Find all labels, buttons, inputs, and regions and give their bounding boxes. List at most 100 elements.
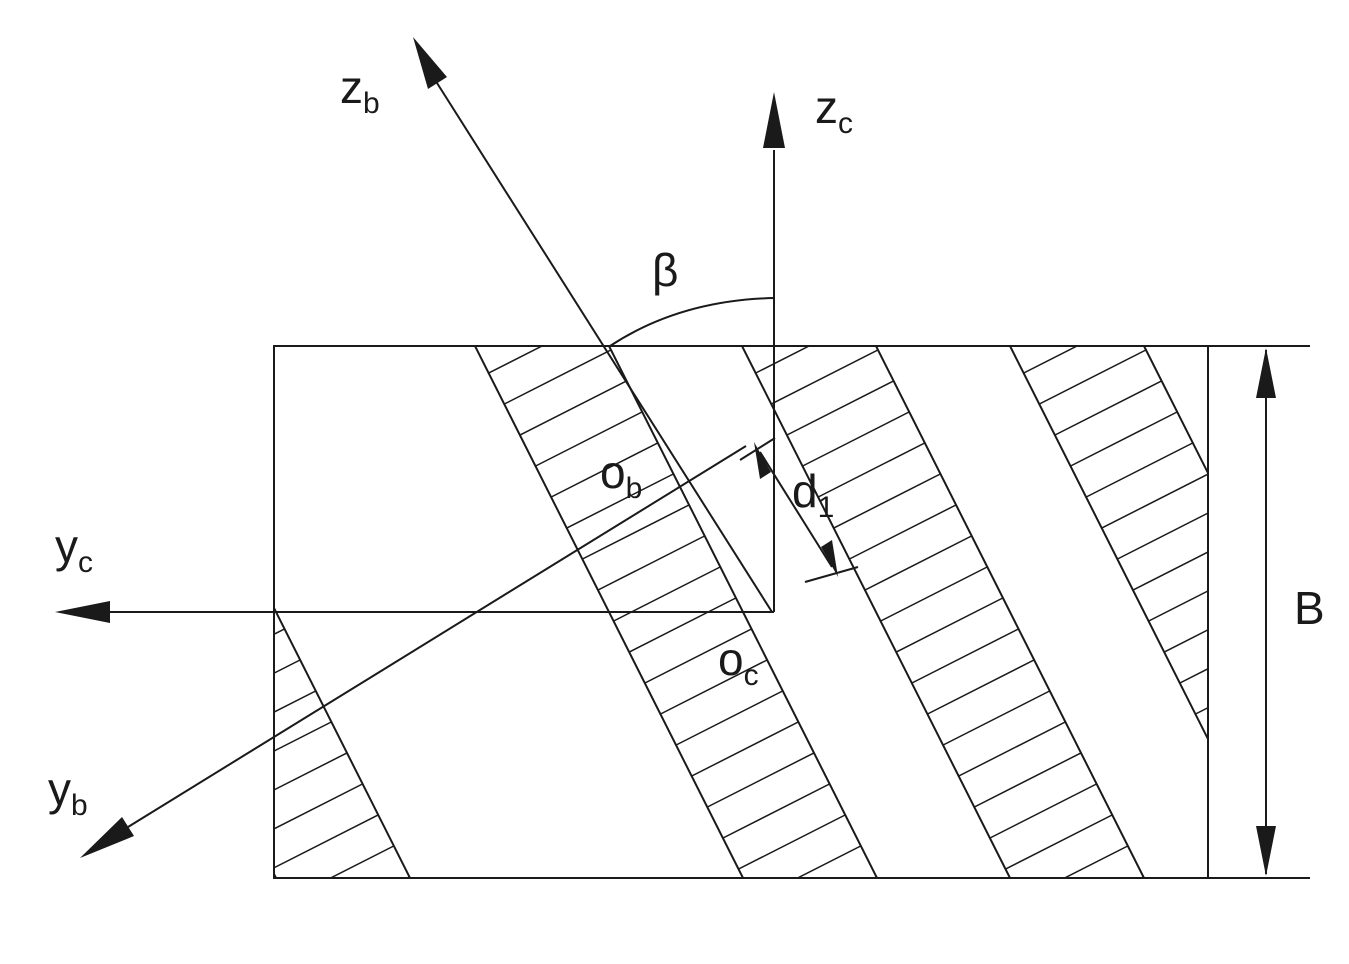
label-beta: β [652, 244, 678, 296]
hatch-line [133, 560, 267, 628]
hatch-line [0, 684, 57, 752]
hatch-line [1181, 652, 1208, 722]
d1-arrow-bottom [821, 540, 838, 577]
hatch-line [490, 346, 625, 412]
label-b: B [1294, 582, 1325, 634]
hatch-line [788, 404, 924, 474]
hatch-line [708, 776, 844, 846]
hatch-line [1022, 869, 1144, 878]
hatch-line [975, 776, 1111, 846]
hatch-line [274, 838, 408, 878]
hatch-line [274, 807, 393, 877]
hatch-line [1040, 373, 1176, 443]
hatch-line [1165, 621, 1208, 691]
hatch-line [599, 559, 735, 629]
hatch-line [1197, 683, 1208, 753]
hatch-line [1, 839, 135, 907]
hatch-line [724, 807, 860, 877]
hatch-line [1056, 404, 1192, 474]
stripe-outline [473, 346, 879, 878]
hatch-line [39, 374, 173, 442]
hatch-line [1213, 715, 1347, 783]
hatch-line [274, 683, 330, 753]
label-yc: yc [55, 520, 93, 579]
hatch-line [0, 653, 42, 721]
hatch-line [1103, 497, 1208, 567]
dimension-d1 [739, 437, 859, 583]
hatch-line [505, 373, 641, 443]
hatch-line [8, 312, 142, 380]
yb-arrowhead [80, 817, 134, 858]
d1-arrow-top [754, 442, 771, 479]
hatch-line [288, 869, 410, 878]
stripe-outline [740, 346, 1146, 878]
zc-arrowhead [763, 92, 785, 148]
hatch-line [274, 776, 377, 846]
hatch-line [274, 590, 283, 660]
zb-axis [413, 37, 773, 613]
hatch-line [552, 466, 688, 536]
dimension-arrow-top [1256, 348, 1276, 398]
label-ob: ob [600, 446, 642, 505]
hatch-line [835, 497, 971, 567]
hatch-line [0, 591, 11, 659]
hatch-line [960, 745, 1095, 815]
hatch-line [757, 346, 892, 412]
hatch-line [662, 683, 797, 753]
yb-axis [80, 445, 747, 858]
zc-axis [763, 92, 785, 612]
hatch-line [1275, 839, 1349, 907]
hatch-line [804, 435, 939, 505]
hatch-line [755, 869, 877, 878]
hatch-line [1229, 746, 1349, 814]
hatch-line [819, 466, 955, 536]
label-zc: zc [815, 81, 853, 140]
hatch-line [742, 346, 877, 381]
stripe-outline [1008, 346, 1208, 742]
label-oc: oc [718, 633, 759, 692]
hatch-line [991, 807, 1127, 877]
hatch-line [677, 714, 813, 784]
label-yb: yb [48, 763, 88, 822]
hatch-line [1025, 346, 1160, 412]
zb-arrowhead [413, 37, 447, 89]
hatched-stripes [0, 312, 1349, 907]
hatch-line [772, 373, 908, 443]
dimension-b [1256, 348, 1276, 876]
hatch-line [1087, 466, 1208, 536]
hatch-line [1118, 528, 1208, 598]
hatch-line [850, 528, 986, 598]
hatch-line [913, 652, 1049, 722]
yc-axis [55, 601, 774, 623]
hatch-line [55, 405, 189, 473]
hatch-line [740, 838, 875, 878]
hatch-line [568, 497, 704, 567]
label-d1: d1 [792, 465, 834, 524]
hatch-line [1010, 346, 1145, 381]
hatch-line [1007, 838, 1142, 878]
dimension-arrow-bottom [1256, 826, 1276, 876]
hatch-line [583, 528, 719, 598]
label-zb: zb [340, 61, 380, 120]
hatch-line [1072, 435, 1207, 505]
hatch-line [475, 346, 610, 381]
hatch-line [0, 622, 26, 690]
hatch-line [1134, 559, 1208, 629]
hatch-line [70, 436, 204, 504]
hatch-line [117, 529, 251, 597]
hatch-line [897, 621, 1033, 691]
hatch-line [274, 621, 299, 691]
hatch-line [1150, 590, 1208, 660]
hatch-line [274, 652, 315, 722]
hatch-line [1260, 808, 1349, 876]
hatch-line [102, 498, 236, 566]
hatch-line [866, 559, 1002, 629]
beta-arc [609, 297, 775, 347]
hatch-line [537, 435, 672, 505]
hatch-line [882, 590, 1017, 660]
yc-arrowhead [55, 601, 110, 623]
hatch-line [24, 343, 158, 411]
hatch-line [929, 683, 1064, 753]
hatch-line [274, 714, 346, 784]
